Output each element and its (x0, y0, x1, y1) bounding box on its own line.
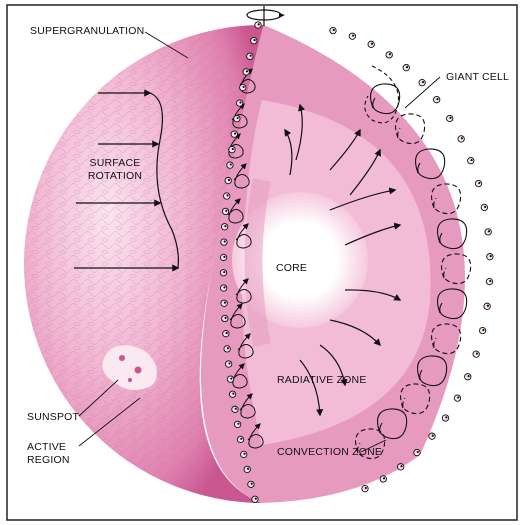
roller-cell (234, 115, 240, 121)
roller-cell (227, 376, 233, 382)
roller-cell (458, 136, 464, 142)
roller-cell (454, 395, 460, 401)
roller-cell (487, 253, 493, 259)
roller-cell (403, 64, 409, 70)
roller-cell (248, 481, 254, 487)
roller-cell (368, 41, 374, 47)
roller-cell (236, 100, 242, 106)
label-radiative-zone: RADIATIVE ZONE (277, 374, 367, 386)
label-giant-cell: GIANT CELL (446, 71, 509, 83)
rotation-indicator-icon (247, 6, 285, 26)
roller-cell (380, 476, 386, 482)
roller-cell (244, 466, 250, 472)
roller-cell (386, 52, 392, 58)
roller-cell (362, 485, 368, 491)
roller-cell (222, 315, 228, 321)
roller-cell (222, 208, 228, 214)
roller-cell (397, 464, 403, 470)
roller-cell (229, 391, 235, 397)
roller-cell (225, 361, 231, 367)
label-sunspot: SUNSPOT (27, 411, 80, 423)
roller-cell (243, 69, 249, 75)
roller-cell (349, 33, 355, 39)
roller-cell (240, 84, 246, 90)
roller-cell (419, 79, 425, 85)
roller-cell (330, 27, 336, 33)
roller-cell (247, 53, 253, 59)
roller-cell (224, 346, 230, 352)
roller-cell (481, 204, 487, 210)
roller-cell (475, 180, 481, 186)
roller-cell (468, 157, 474, 163)
roller-cell (241, 451, 247, 457)
roller-cell (485, 229, 491, 235)
label-active-region-line1: ACTIVE (27, 441, 66, 453)
label-core: CORE (276, 262, 307, 274)
roller-cell (252, 496, 258, 502)
roller-cell (225, 177, 231, 183)
roller-cell (237, 436, 243, 442)
roller-cell (447, 115, 453, 121)
roller-cell (442, 415, 448, 421)
label-supergranulation: SUPERGRANULATION (30, 25, 144, 37)
roller-cell (234, 421, 240, 427)
roller-cell (221, 300, 227, 306)
label-active-region-line2: REGION (27, 454, 70, 466)
roller-cell (232, 406, 238, 412)
roller-cell (223, 330, 229, 336)
roller-cell (221, 239, 227, 245)
roller-cell (251, 37, 257, 43)
roller-cell (473, 351, 479, 357)
roller-cell (255, 22, 261, 28)
label-convection-zone: CONVECTION ZONE (277, 446, 382, 458)
roller-cell (479, 327, 485, 333)
roller-cell (231, 131, 237, 137)
roller-cell (486, 278, 492, 284)
label-surface-rotation-line1: SURFACE (90, 157, 141, 169)
roller-cell (433, 96, 439, 102)
label-surface-rotation-line2: ROTATION (88, 170, 142, 182)
roller-cell (484, 303, 490, 309)
roller-cell (465, 374, 471, 380)
roller-cell (229, 146, 235, 152)
roller-cell (429, 433, 435, 439)
roller-cell (414, 449, 420, 455)
roller-cell (221, 224, 227, 230)
roller-cell (224, 193, 230, 199)
roller-cell (220, 285, 226, 291)
roller-cell (220, 254, 226, 260)
roller-cell (220, 270, 226, 276)
roller-cell (227, 162, 233, 168)
